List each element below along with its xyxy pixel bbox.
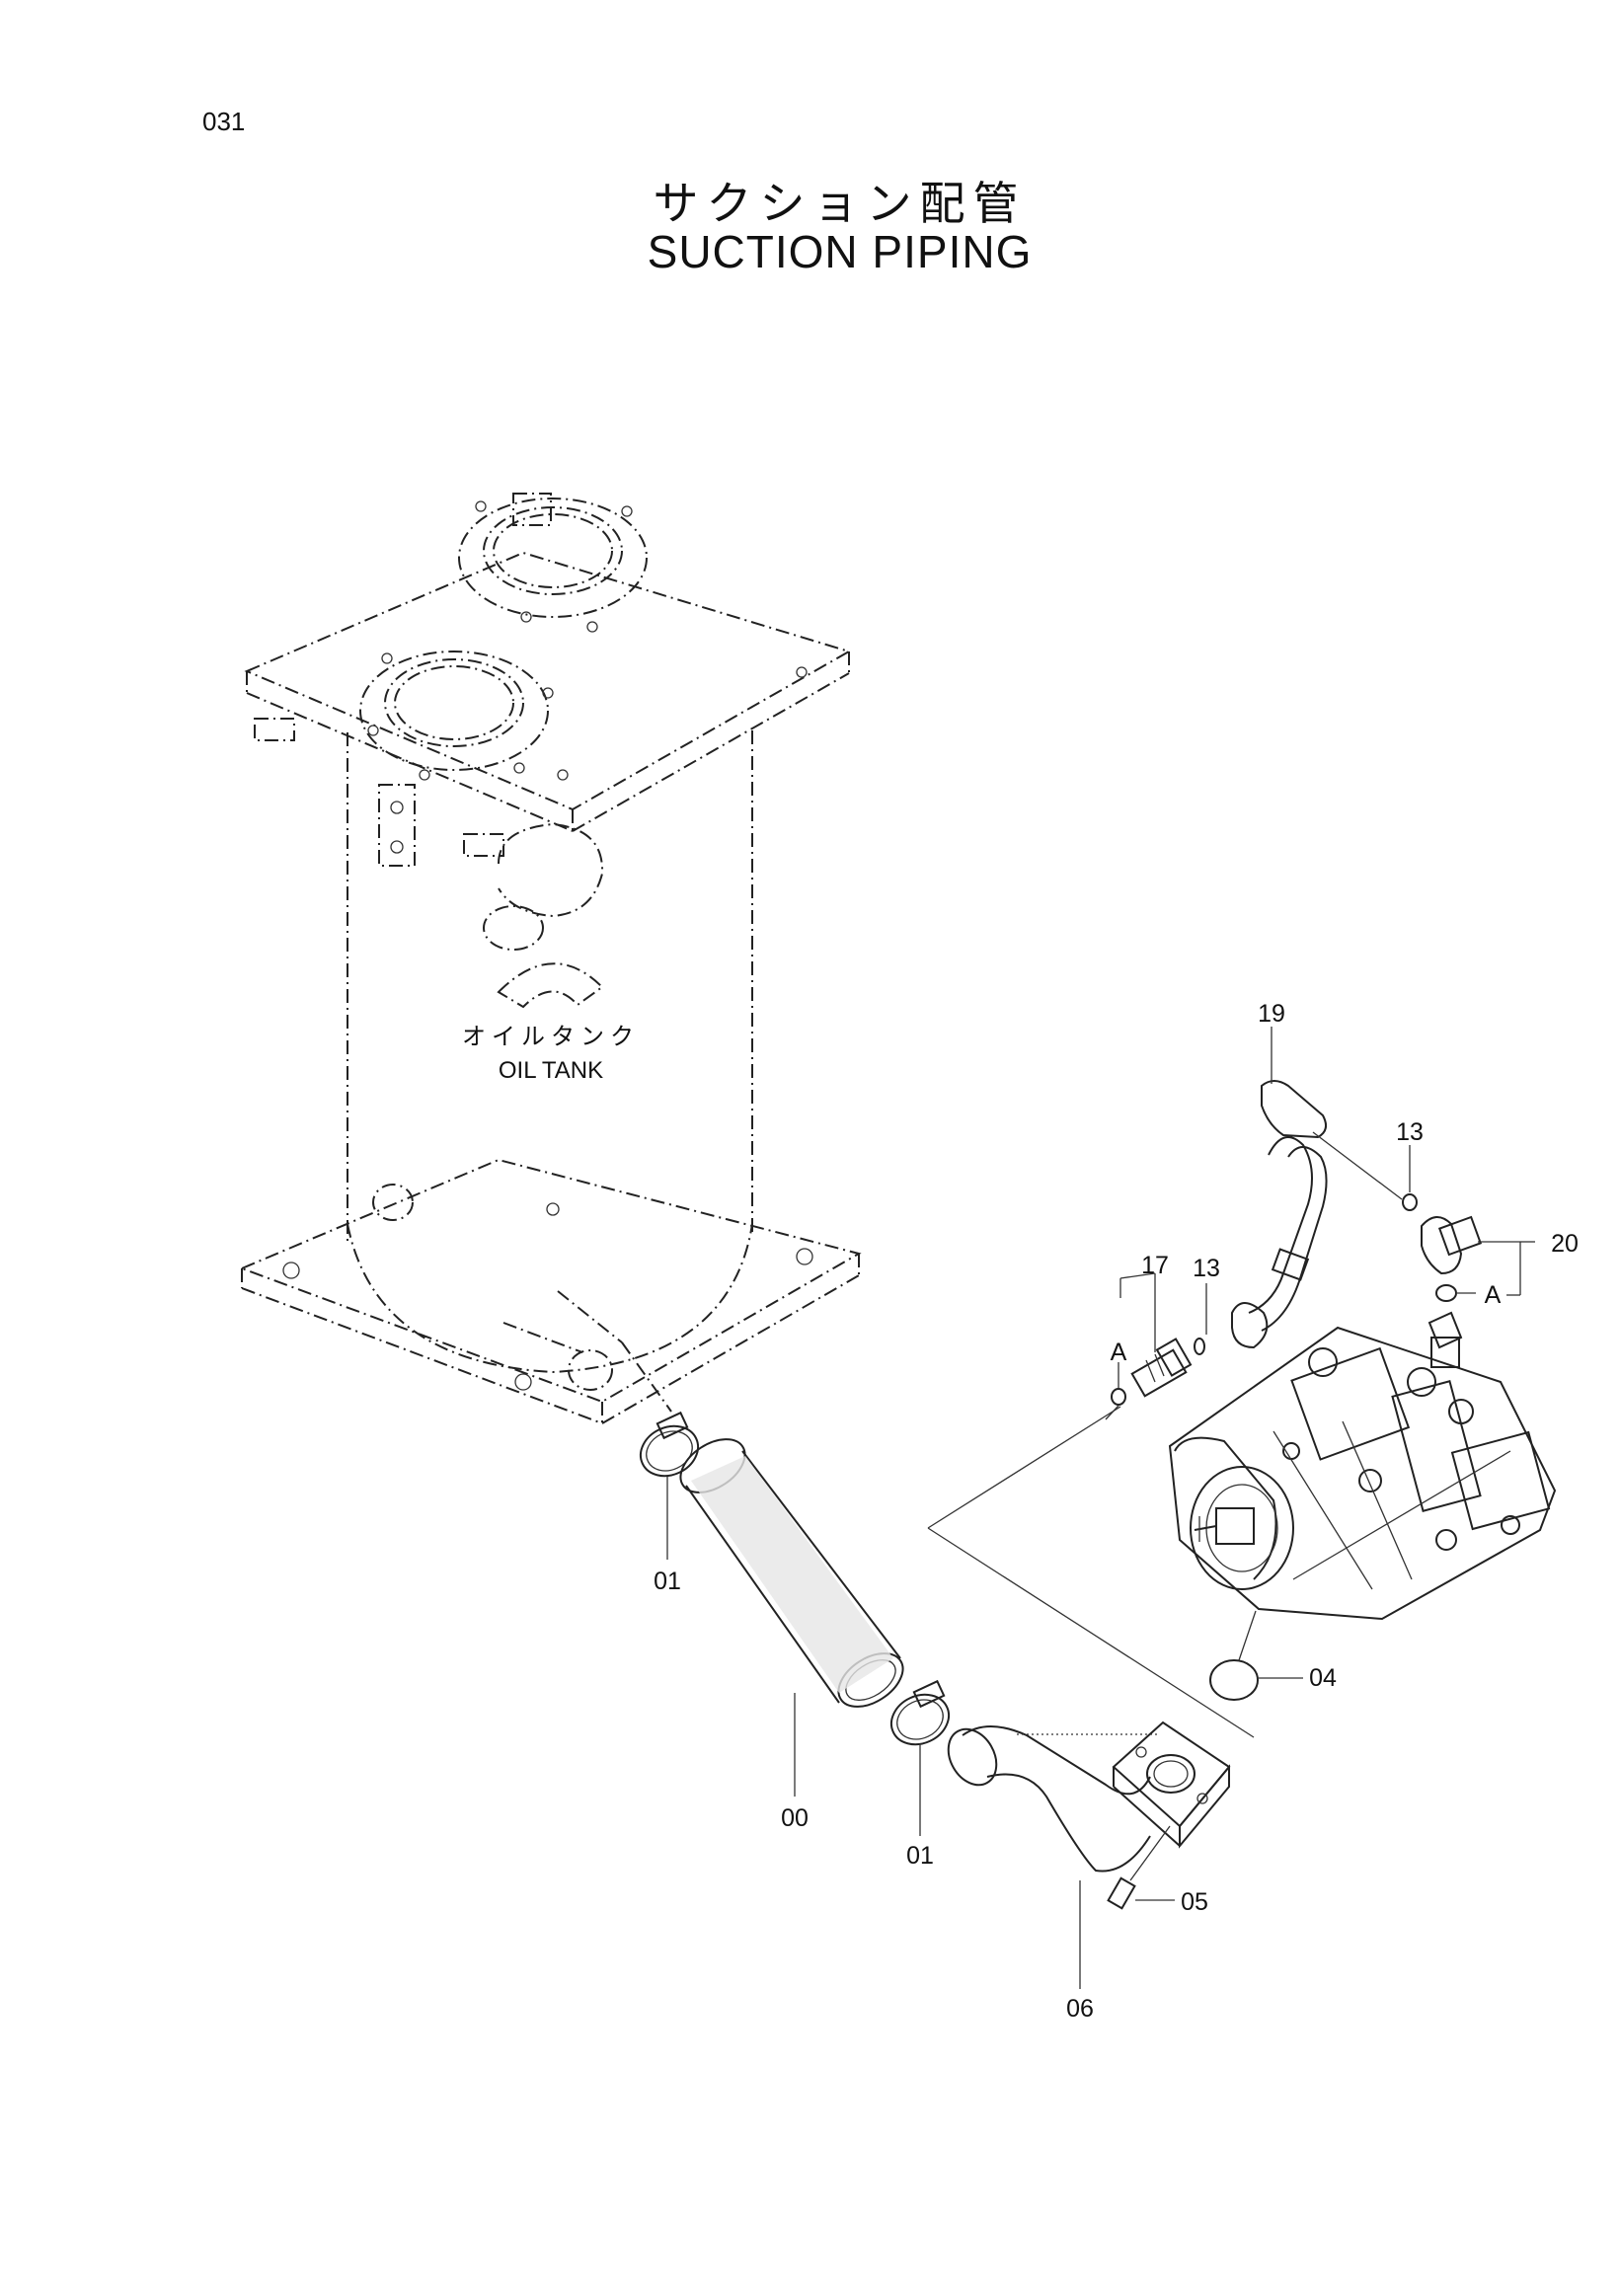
hose-clamp-lower bbox=[889, 1679, 951, 1836]
callout-05: 05 bbox=[1181, 1888, 1208, 1916]
drain-hose bbox=[1231, 1027, 1403, 1349]
tank-label-en: OIL TANK bbox=[499, 1057, 603, 1084]
callout-20: 20 bbox=[1551, 1230, 1579, 1258]
callout-13-left: 13 bbox=[1193, 1255, 1220, 1282]
hose-clamp-upper bbox=[639, 1411, 700, 1560]
tank-label-jp: オイルタンク bbox=[462, 1024, 640, 1050]
callout-17: 17 bbox=[1141, 1252, 1169, 1279]
oil-tank bbox=[239, 493, 862, 1424]
callout-00: 00 bbox=[781, 1804, 809, 1832]
callout-01-lower: 01 bbox=[906, 1842, 934, 1870]
callout-06: 06 bbox=[1066, 1995, 1094, 2023]
suction-pipe bbox=[947, 1721, 1231, 1989]
suction-hose bbox=[679, 1438, 904, 1797]
callout-01-upper: 01 bbox=[654, 1568, 681, 1595]
title-japanese: サクション配管 bbox=[653, 177, 1027, 230]
part-callouts: 19 13 13 17 20 A A 01 00 04 01 05 06 bbox=[654, 1000, 1579, 2023]
bolt bbox=[1107, 1825, 1175, 1910]
o-ring bbox=[1209, 1610, 1303, 1701]
hydraulic-pump bbox=[1168, 1326, 1557, 1621]
callout-19: 19 bbox=[1258, 1000, 1285, 1028]
callout-a-left: A bbox=[1111, 1339, 1127, 1366]
page-number: 031 bbox=[202, 107, 246, 136]
adapter-fitting bbox=[1105, 1272, 1207, 1420]
elbow-fitting bbox=[1402, 1145, 1535, 1349]
title-english: SUCTION PIPING bbox=[647, 226, 1033, 277]
callout-13-right: 13 bbox=[1396, 1118, 1424, 1146]
callout-a-right: A bbox=[1485, 1281, 1502, 1309]
callout-04: 04 bbox=[1309, 1664, 1337, 1692]
